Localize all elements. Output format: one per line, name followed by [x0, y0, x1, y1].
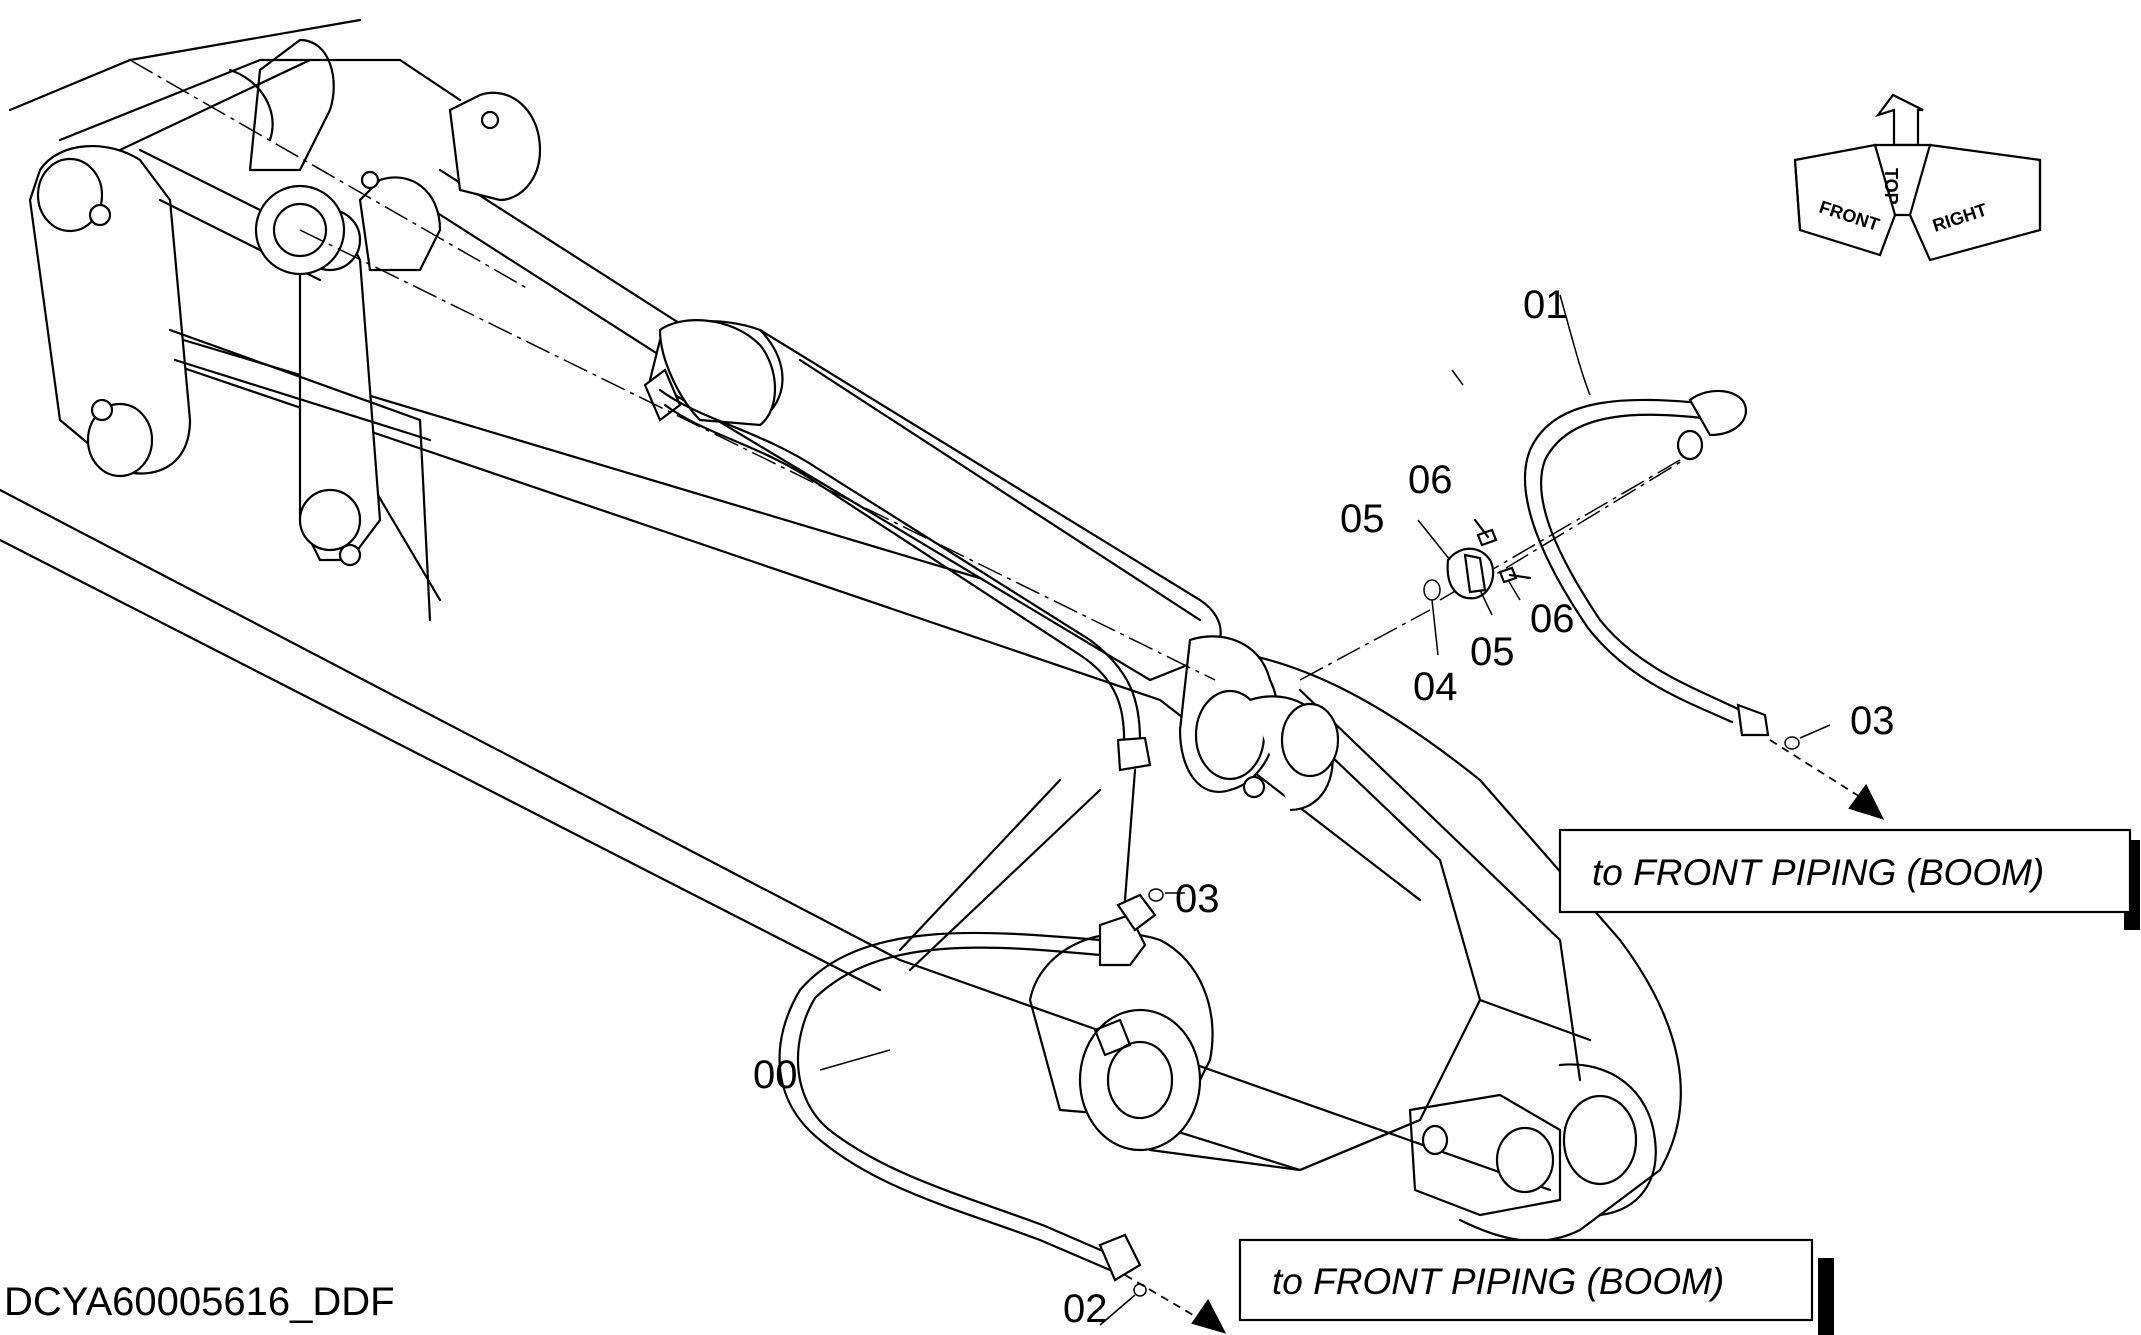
destination-label-upper-text: to FRONT PIPING (BOOM) — [1592, 852, 2044, 893]
document-code: DCYA60005616_DDF — [4, 1280, 395, 1324]
assembly-center-lines — [129, 59, 1701, 681]
callout-02: 02 — [1063, 1287, 1108, 1331]
steel-pipe — [658, 388, 1152, 902]
callout-numbers: 00 01 02 03 03 04 05 05 06 06 — [753, 283, 1895, 1331]
callout-00: 00 — [753, 1053, 798, 1097]
hose-01 — [1523, 389, 1770, 737]
destination-label-lower-text: to FRONT PIPING (BOOM) — [1272, 1261, 1724, 1302]
boom-structure — [0, 18, 1682, 1242]
callout-03-upper: 03 — [1850, 699, 1895, 743]
flow-arrows — [1124, 739, 1885, 1334]
callout-03-lower: 03 — [1175, 877, 1220, 921]
orientation-indicator: FRONT TOP RIGHT — [1793, 93, 2042, 262]
callout-05-right: 05 — [1470, 630, 1515, 674]
hose-00 — [778, 893, 1157, 1282]
destination-label-lower: to FRONT PIPING (BOOM) — [1238, 1238, 1834, 1335]
leader-lines — [819, 294, 1831, 1326]
callout-05-left: 05 — [1340, 497, 1385, 541]
callout-06-right: 06 — [1530, 597, 1575, 641]
flange-assembly — [1133, 518, 1800, 1297]
callout-06-top: 06 — [1408, 458, 1453, 502]
destination-label-upper: to FRONT PIPING (BOOM) — [1558, 828, 2140, 930]
callout-01: 01 — [1523, 283, 1568, 327]
orientation-top-label: TOP — [1881, 168, 1901, 205]
callout-04: 04 — [1413, 665, 1458, 709]
